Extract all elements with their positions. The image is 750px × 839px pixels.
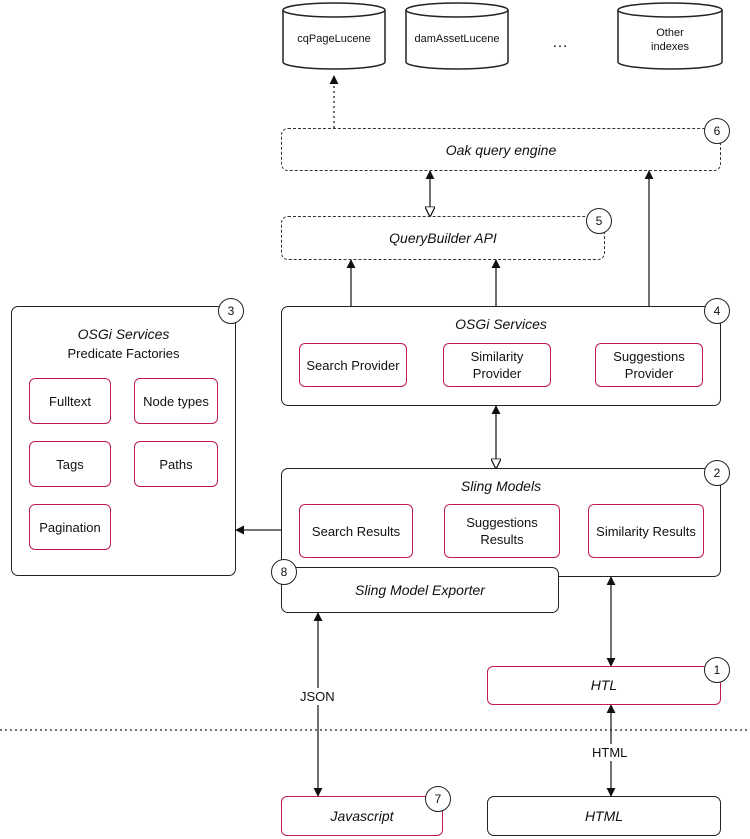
similarity-provider-label: Similarity Provider bbox=[470, 349, 524, 381]
search-provider-label: Search Provider bbox=[306, 357, 400, 373]
predicate-tags-label: Tags bbox=[56, 456, 84, 472]
predicate-node-types-box: Node types bbox=[134, 378, 218, 424]
step-number-2: 2 bbox=[704, 460, 730, 486]
html-output-title: HTML bbox=[584, 808, 624, 824]
html-label: HTML bbox=[589, 744, 631, 761]
similarity-results-label: Similarity Results bbox=[596, 523, 696, 539]
index-damassetlucene-label: damAssetLucene bbox=[414, 33, 500, 45]
suggestions-provider-box: Suggestions Provider bbox=[595, 343, 703, 387]
htl-title: HTL bbox=[590, 677, 618, 693]
predicate-paths-box: Paths bbox=[134, 441, 218, 487]
suggestions-results-box: Suggestions Results bbox=[444, 504, 560, 558]
javascript-title: Javascript bbox=[330, 807, 394, 824]
db-cylinder-other-indexes bbox=[617, 2, 723, 70]
step-number-3: 3 bbox=[218, 298, 244, 324]
step-number-4: 4 bbox=[704, 298, 730, 324]
predicate-fulltext-box: Fulltext bbox=[29, 378, 111, 424]
index-cqpagelucene-label: cqPageLucene bbox=[297, 33, 371, 45]
predicate-fulltext-label: Fulltext bbox=[49, 393, 91, 409]
htl-box: HTL bbox=[487, 666, 721, 705]
predicate-pagination-box: Pagination bbox=[29, 504, 111, 550]
step-number-1: 1 bbox=[704, 657, 730, 683]
sling-models-title: Sling Models bbox=[460, 478, 542, 494]
step-number-8: 8 bbox=[271, 559, 297, 585]
search-results-box: Search Results bbox=[299, 504, 413, 558]
oak-query-engine-box: Oak query engine bbox=[281, 128, 721, 171]
javascript-box: Javascript bbox=[281, 796, 443, 836]
json-label: JSON bbox=[297, 688, 338, 705]
html-output-box: HTML bbox=[487, 796, 721, 836]
querybuilder-api-box: QueryBuilder API bbox=[281, 216, 605, 260]
step-number-6: 6 bbox=[704, 118, 730, 144]
db-cylinder-damassetlucene bbox=[405, 2, 509, 70]
sling-model-exporter-box: Sling Model Exporter bbox=[281, 567, 559, 613]
suggestions-provider-label: Suggestions Provider bbox=[613, 349, 685, 381]
querybuilder-api-title: QueryBuilder API bbox=[389, 230, 497, 246]
predicate-tags-box: Tags bbox=[29, 441, 111, 487]
suggestions-results-label: Suggestions Results bbox=[466, 515, 538, 547]
step-number-5: 5 bbox=[586, 208, 612, 234]
predicate-pagination-label: Pagination bbox=[39, 519, 101, 535]
osgi-services-providers-title: OSGi Services bbox=[455, 316, 547, 332]
osgi-services-predicates-title: OSGi Services bbox=[77, 326, 170, 342]
search-provider-box: Search Provider bbox=[299, 343, 407, 387]
more-indexes-ellipsis: … bbox=[552, 34, 570, 51]
osgi-services-predicates-subtitle: Predicate Factories bbox=[67, 346, 180, 361]
db-cylinder-cqpagelucene bbox=[282, 2, 386, 70]
step-number-7: 7 bbox=[425, 786, 451, 812]
search-results-label: Search Results bbox=[311, 523, 401, 539]
sling-model-exporter-title: Sling Model Exporter bbox=[355, 582, 485, 598]
similarity-provider-box: Similarity Provider bbox=[443, 343, 551, 387]
similarity-results-box: Similarity Results bbox=[588, 504, 704, 558]
oak-query-engine-title: Oak query engine bbox=[445, 141, 557, 158]
index-other-label: Other indexes bbox=[651, 27, 689, 53]
predicate-node-types-label: Node types bbox=[143, 393, 209, 409]
predicate-paths-label: Paths bbox=[159, 456, 193, 472]
